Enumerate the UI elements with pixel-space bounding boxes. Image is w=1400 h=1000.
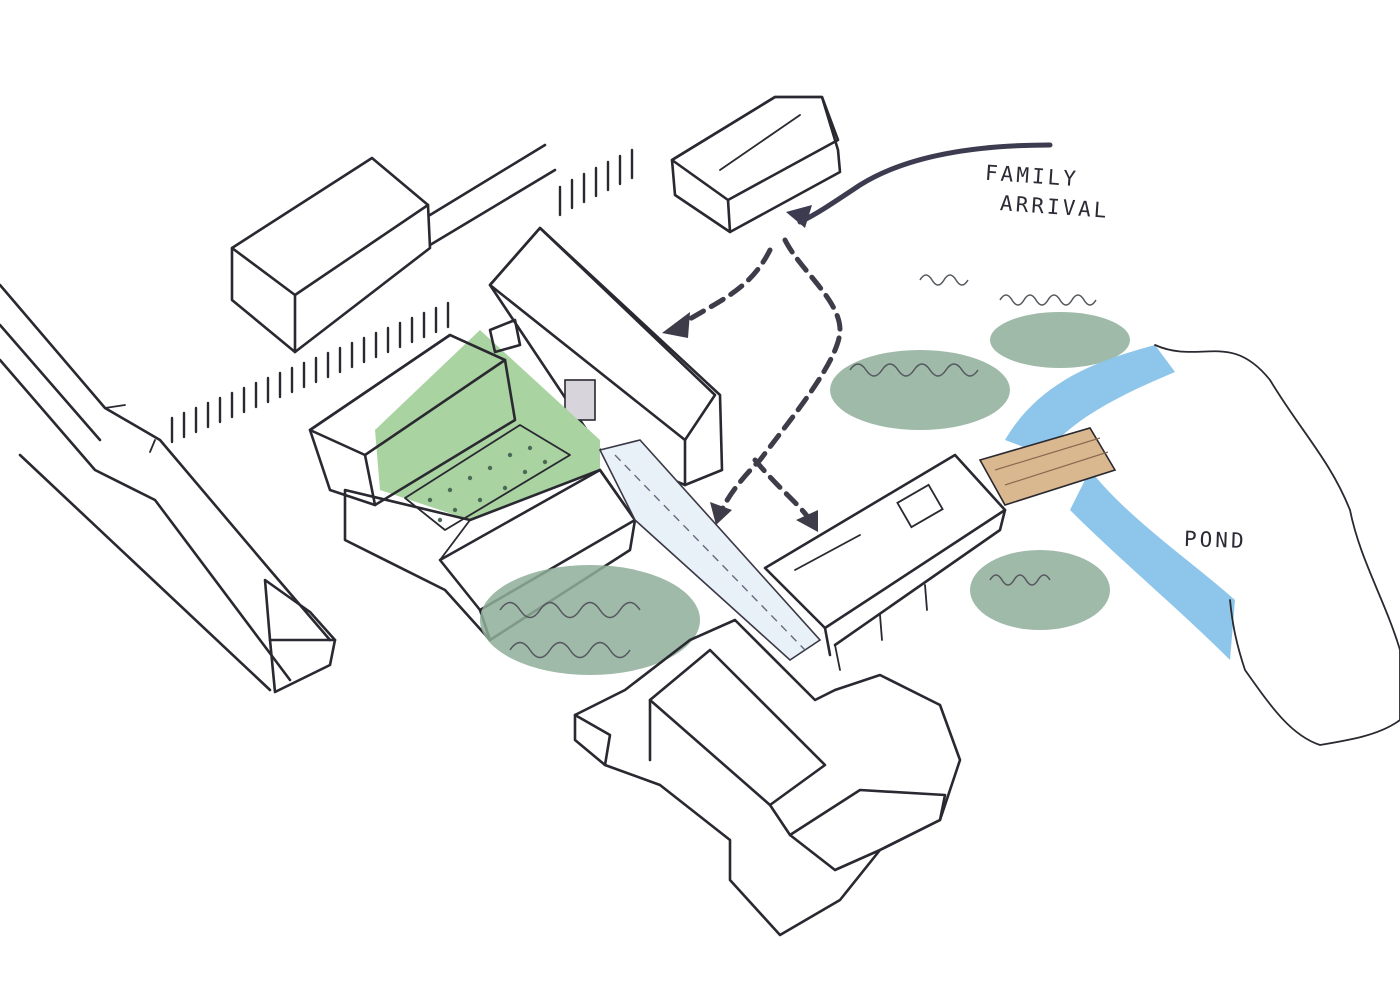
grey-main-house <box>573 618 962 937</box>
courtyard-lawn <box>375 330 600 531</box>
glass-link <box>598 439 822 662</box>
outline-building-left <box>230 156 432 354</box>
label-pond: Pond <box>1183 526 1247 554</box>
timber-deck <box>978 427 1117 506</box>
fence-hatching <box>170 148 634 444</box>
pond <box>1005 344 1400 746</box>
dark-roof-building <box>308 318 522 507</box>
outline-building-long <box>263 578 337 694</box>
movement-arrows <box>662 237 843 532</box>
green-roof-pavilion <box>763 453 1007 671</box>
road-lines <box>0 283 332 692</box>
vegetation-scribbles <box>499 274 1097 659</box>
charcoal-barn <box>488 226 724 487</box>
arrival-building <box>670 95 842 234</box>
arrival-arrow-icon <box>786 142 1053 228</box>
lane-lines <box>428 143 557 247</box>
vegetation <box>480 312 1130 675</box>
